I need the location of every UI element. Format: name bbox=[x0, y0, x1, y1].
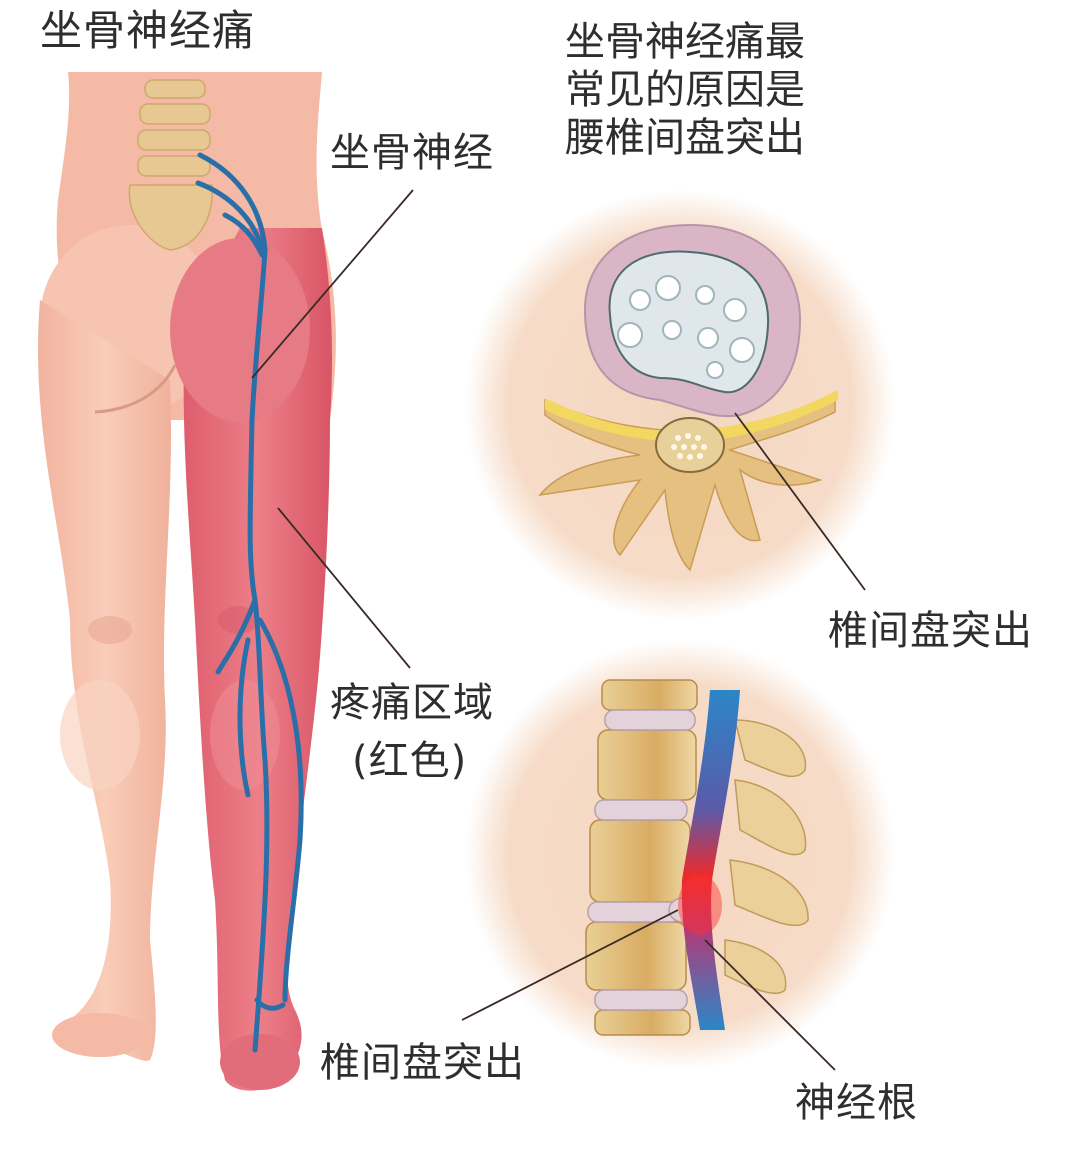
spine-side-view bbox=[461, 640, 895, 1071]
pain-area-label: 疼痛区域 bbox=[330, 680, 494, 726]
pain-area-color-label: (红色) bbox=[352, 738, 468, 784]
body-illustration bbox=[37, 72, 336, 1091]
disc-herniation-label-top: 椎间盘突出 bbox=[828, 608, 1033, 654]
caption-line-2: 常见的原因是 bbox=[565, 67, 805, 113]
disc-cross-section bbox=[465, 190, 895, 620]
pain-leader-line bbox=[277, 507, 411, 669]
diagram-title: 坐骨神经痛 bbox=[40, 6, 256, 55]
sciatic-leader-line bbox=[251, 189, 414, 379]
caption-line-1: 坐骨神经痛最 bbox=[565, 19, 805, 65]
sciatic-nerve-label: 坐骨神经 bbox=[330, 130, 494, 176]
nerve-root-label: 神经根 bbox=[795, 1080, 918, 1126]
caption-line-3: 腰椎间盘突出 bbox=[565, 115, 805, 161]
disc-herniation-label-bottom: 椎间盘突出 bbox=[320, 1040, 525, 1086]
cause-caption: 坐骨神经痛最 常见的原因是 腰椎间盘突出 bbox=[565, 18, 805, 162]
